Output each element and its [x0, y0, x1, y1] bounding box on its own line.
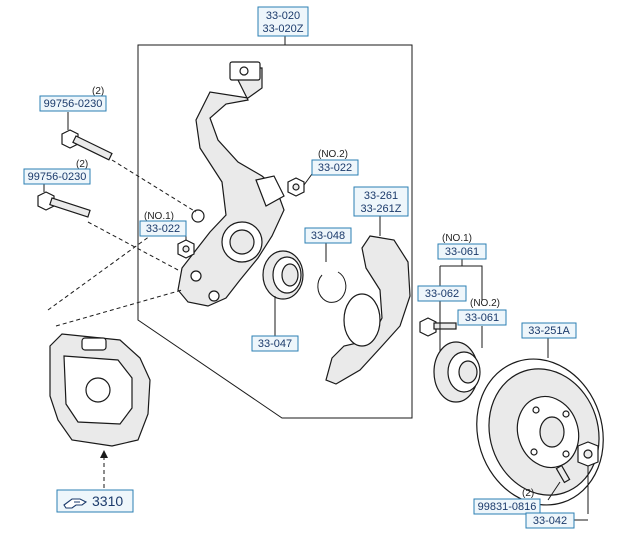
- label-screw-qty: (2): [522, 488, 534, 499]
- brake-caliper: [49, 333, 151, 447]
- label-snap-ring-text: 33-048: [311, 230, 345, 242]
- label-screw-text: 99831-0816: [478, 501, 537, 513]
- nut-no1: [177, 239, 195, 259]
- nut-no2: [287, 177, 305, 197]
- dash-bolt-upper: [111, 159, 197, 213]
- label-hub[interactable]: 33-062: [417, 285, 467, 302]
- pointing-hand-icon: [63, 498, 88, 509]
- knuckle-bolt-upper: [61, 129, 113, 161]
- label-disc-text: 33-251A: [528, 325, 570, 337]
- wheel-hub: [433, 341, 481, 403]
- dash-caliper-1: [47, 235, 151, 311]
- label-dust-cover[interactable]: 33-261 33-261Z: [353, 186, 409, 217]
- label-nut-no2[interactable]: 33-022: [311, 159, 359, 176]
- label-snap-ring[interactable]: 33-048: [304, 227, 352, 244]
- label-knuckle-a: 33-020: [266, 10, 300, 22]
- hub-nut: [577, 441, 599, 467]
- label-hub-nut[interactable]: 33-042: [525, 512, 575, 529]
- assembly-frame: [137, 44, 413, 419]
- label-hub-text: 33-062: [425, 288, 459, 300]
- label-bolt-lower[interactable]: 99756-0230: [23, 168, 91, 185]
- label-nut-no2-note: (NO.2): [318, 149, 348, 160]
- label-bolt-lower-qty: (2): [76, 159, 88, 170]
- label-knuckle[interactable]: 33-020 33-020Z: [257, 6, 309, 37]
- label-hub-bolt-no2-text: 33-061: [465, 312, 499, 324]
- label-disc[interactable]: 33-251A: [521, 322, 577, 339]
- label-dust-cover-a: 33-261: [364, 190, 398, 202]
- leader-hub-bolt-no1-branch: [440, 265, 483, 300]
- caliper-ref-link[interactable]: 3310: [56, 489, 134, 513]
- steering-knuckle: [177, 61, 285, 307]
- label-bolt-upper-text: 99756-0230: [44, 98, 103, 110]
- label-bolt-lower-text: 99756-0230: [28, 171, 87, 183]
- label-dust-cover-b: 33-261Z: [361, 203, 402, 215]
- disc-screw: [555, 464, 571, 484]
- dust-cover: [325, 235, 411, 385]
- label-knuckle-b: 33-020Z: [263, 23, 304, 35]
- leader-screw: [547, 481, 561, 501]
- label-bearing[interactable]: 33-047: [251, 335, 299, 352]
- label-hub-nut-text: 33-042: [533, 515, 567, 527]
- label-bolt-upper-qty: (2): [92, 86, 104, 97]
- caliper-ref-text: 3310: [92, 493, 123, 509]
- knuckle-bolt-lower: [37, 191, 91, 218]
- snap-ring: [317, 271, 347, 303]
- label-nut-no2-text: 33-022: [318, 162, 352, 174]
- label-nut-no1[interactable]: 33-022: [139, 220, 187, 237]
- label-hub-bolt-no2-note: (NO.2): [470, 298, 500, 309]
- label-nut-no1-note: (NO.1): [144, 211, 174, 222]
- label-hub-bolt-no1-text: 33-061: [445, 246, 479, 258]
- label-hub-bolt-no1-note: (NO.1): [442, 233, 472, 244]
- hub-bolt: [419, 317, 457, 337]
- leader-nut-no2: [303, 173, 313, 186]
- label-hub-bolt-no2[interactable]: 33-061: [457, 309, 507, 326]
- wheel-bearing: [262, 250, 304, 300]
- label-bearing-text: 33-047: [258, 338, 292, 350]
- label-hub-bolt-no1[interactable]: 33-061: [437, 243, 487, 260]
- dash-caliper-2: [55, 289, 183, 327]
- label-screw[interactable]: 99831-0816: [473, 498, 541, 515]
- arrow-caliper-ref: [100, 450, 108, 458]
- brake-disc: [476, 358, 604, 506]
- dash-bolt-lower: [87, 221, 179, 271]
- label-bolt-upper[interactable]: 99756-0230: [39, 95, 107, 112]
- label-nut-no1-text: 33-022: [146, 223, 180, 235]
